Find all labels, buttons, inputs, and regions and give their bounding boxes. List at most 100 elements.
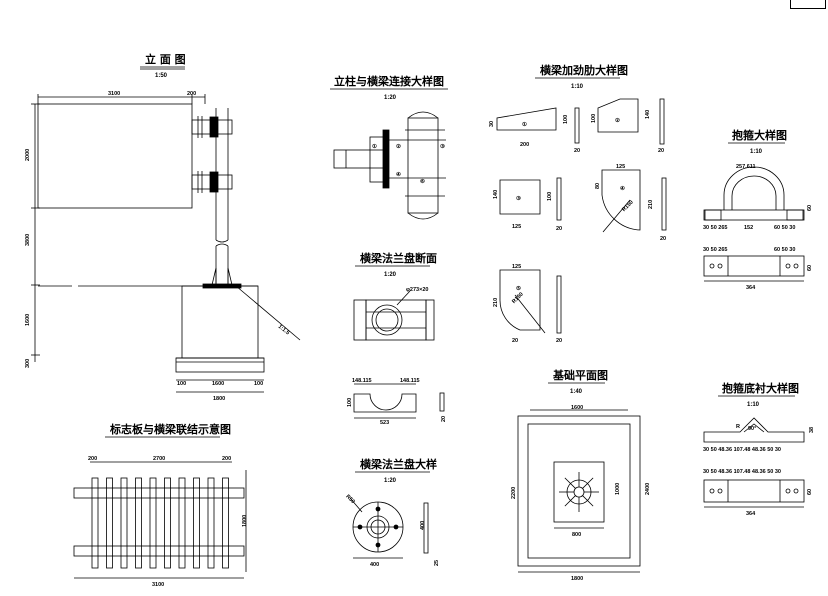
hoop-dim-tot: 364 [746,285,756,291]
title-block-corner [790,0,826,9]
st3-dim-h: 140 [493,190,499,199]
elevation-scale: 1:50 [155,73,168,79]
st5-dim-t2: 20 [556,338,562,344]
st3-dim-r: 100 [547,192,553,201]
sc-dim-200a: 200 [88,456,97,462]
marker-st1: ① [522,121,528,128]
elev-dim-300: 300 [25,359,31,368]
liner-dim-h2: 60 [807,489,813,495]
liner-dim-r: R [736,424,740,430]
hoop-dim-h2: 60 [807,265,813,271]
fo-dim-v2: 1000 [615,483,621,495]
fs-dim-left: 148.115 [352,378,372,384]
elevation-view: 立 面 图 1:50 3100 200 [25,52,301,402]
anchor-spoke [582,477,594,489]
fd-dim-h: 400 [420,521,426,530]
elevation-title: 立 面 图 [145,52,186,66]
anchor-spoke [564,477,576,489]
liner-title: 抱箍底衬大样图 [722,381,799,395]
sign-post-3 [120,477,128,569]
elev-dim-1600: 1600 [25,314,31,326]
marker-3: ③ [440,143,446,150]
fo-dim-w: 800 [572,532,581,538]
foundation-plan-view: 基础平面图 1:40 1600 800 2200 1000 2400 1800 [511,368,651,582]
sign-post-4 [135,477,142,569]
marker-st4: ④ [620,185,626,192]
st4-dim-w: 125 [616,164,625,170]
marker-st2: ② [615,117,621,124]
elev-dim-b1800: 1800 [213,396,225,402]
st3-dim-t: 20 [556,226,562,232]
st2-dim-t: 20 [658,148,664,154]
fo-dim-bot: 1800 [571,576,583,582]
flange-section-title: 横梁法兰盘断面 [360,251,437,265]
beam-lower [73,545,245,557]
marker-st3: ③ [516,195,522,202]
sign-post-9 [207,477,215,569]
sign-connection-view: 标志板与横梁联结示意图 200 2700 200 1800 3100 [73,422,248,588]
st4-dim-h: 80 [595,183,601,189]
sign-post-8 [193,477,200,569]
fs-dim-h: 100 [347,398,353,407]
liner-dim-tot: 364 [746,511,756,517]
elev-dim-b100a: 100 [177,381,186,387]
elev-dim-2000: 2000 [25,149,31,161]
sign-connect-title: 标志板与横梁联结示意图 [109,422,231,436]
elev-dim-b1600: 1600 [212,381,224,387]
elev-dim-3100: 3100 [108,91,120,97]
foundation-block [181,285,259,359]
st4-dim-rad: R150 [621,200,635,214]
hoop-dim-h: 60 [807,205,813,211]
hoop-view: 抱箍大样图 1:10 257.611 60 30 50 265 152 60 5… [703,128,813,291]
marker-st5: ⑤ [516,285,522,292]
sign-board [37,103,193,209]
st1-dim-r: 100 [563,115,569,124]
elev-dim-b100b: 100 [254,381,263,387]
sign-post-7 [178,477,186,569]
part-markers: ① ② ③ ④ ⑥ ① ② ③ ④ ⑤ [372,117,626,292]
elev-dim-3800: 3800 [25,234,31,246]
stiffener-title: 横梁加劲肋大样图 [540,63,628,77]
marker-4: ④ [396,171,402,178]
st5-dim-t1: 20 [512,338,518,344]
sc-dim-200b: 200 [222,456,231,462]
elev-slope: 1:1.5 [277,324,291,336]
hoop-dim-b2: 60 50 30 [774,225,795,231]
liner-scale: 1:10 [747,402,760,408]
foundation-scale: 1:40 [570,389,583,395]
hoop-dim-r: 257.611 [736,164,756,170]
hoop-dim-m: 152 [744,225,753,231]
marker-6: ⑥ [420,178,426,185]
fd-dim-t: 25 [434,560,440,566]
sc-dim-2700: 2700 [153,456,165,462]
anchor-spoke [564,495,576,507]
fs-dim-w: 523 [380,420,389,426]
st4-dim-r: 210 [648,200,654,209]
fs-dim-t: 20 [441,416,447,422]
hoop-scale: 1:10 [750,149,763,155]
stiffener-view: 横梁加劲肋大样图 1:10 200 30 100 20 100 140 20 1… [489,63,667,344]
st3-dim-w: 125 [512,224,521,230]
fo-dim-top: 1600 [571,405,583,411]
sc-dim-3100: 3100 [152,582,164,588]
fs-dim-dia: φ273×20 [406,287,428,293]
fd-dim-w: 400 [370,562,379,568]
elev-dim-200: 200 [187,91,196,97]
flange-detail-scale: 1:20 [384,478,397,484]
liner-dim-a: 90° [748,426,756,432]
st1-dim-t: 20 [574,148,580,154]
marker-1: ① [372,143,378,150]
fo-dim-v1: 2200 [511,487,517,499]
sign-post-2 [106,477,113,569]
st2-dim-h: 100 [591,114,597,123]
liner-dims: 30 50 48.36 107.48 48.36 50 30 [703,447,781,453]
hoop-title: 抱箍大样图 [732,128,787,142]
flange-detail-title: 横梁法兰盘大样 [360,457,437,471]
sign-post-10 [222,477,229,569]
fd-dim-r: R50 [344,494,355,505]
hoop-dim-t: 30 50 265 [703,247,727,253]
sign-post-6 [164,477,171,569]
sign-post-5 [149,477,157,569]
fs-dim-right: 148.115 [400,378,420,384]
